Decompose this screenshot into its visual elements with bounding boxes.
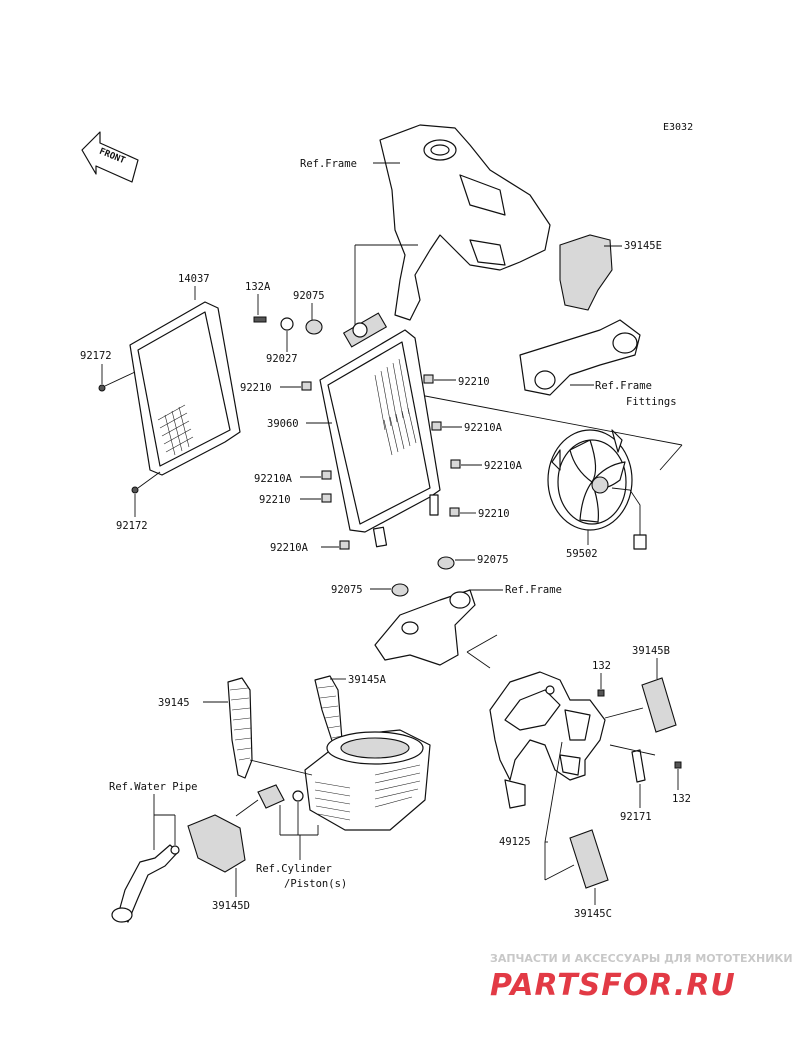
label-ref-water-pipe: Ref.Water Pipe: [109, 781, 198, 793]
label-92210-r1: 92210: [458, 376, 490, 388]
frame-part: [379, 124, 551, 321]
label-39145d: 39145D: [212, 900, 250, 912]
radiator-39060: [319, 312, 441, 548]
label-ref-frame-top: Ref.Frame: [300, 158, 357, 170]
clip-92210-l1: [301, 381, 312, 391]
label-92210a-l2: 92210A: [270, 542, 309, 554]
label-39145a: 39145A: [348, 674, 387, 686]
label-ref-cyl-2: /Piston(s): [284, 878, 347, 890]
shroud-49125: [489, 671, 606, 809]
label-92210-l1: 92210: [240, 382, 272, 394]
collar-92027: [280, 317, 294, 331]
clip-92210a-r1: [431, 421, 442, 431]
label-132a: 132A: [245, 281, 271, 293]
label-14037: 14037: [178, 273, 210, 285]
label-132-bot: 132: [672, 793, 691, 805]
pad-39145b: [641, 677, 677, 733]
label-39145: 39145: [158, 697, 190, 709]
label-92075-l: 92075: [331, 584, 363, 596]
label-92171: 92171: [620, 811, 652, 823]
cover-39145e: [559, 234, 613, 311]
bolt-132a: [253, 316, 267, 323]
label-ref-frame-fittings-1: Ref.Frame: [595, 380, 652, 392]
bolt-132-top: [597, 689, 605, 697]
bolt-92172-top: [98, 384, 106, 392]
label-92027: 92027: [266, 353, 298, 365]
watermark-tagline: ЗАПЧАСТИ И АКСЕССУАРЫ ДЛЯ МОТОТЕХНИКИ: [490, 952, 793, 965]
clip-92210a-l2: [339, 540, 350, 550]
frame-fittings-part: [519, 319, 641, 396]
water-pipe: [111, 844, 180, 923]
grommet-92075-r: [437, 556, 455, 570]
label-ref-frame-mid: Ref.Frame: [505, 584, 562, 596]
diagram-code: E3032: [663, 122, 693, 133]
radiator-guard-14037: [129, 301, 241, 476]
watermark-logo: PARTSFOR.RU: [490, 968, 736, 1003]
label-92210-l2: 92210: [259, 494, 291, 506]
lower-frame-bracket: [374, 589, 476, 666]
label-92075-top: 92075: [293, 290, 325, 302]
bolt-92172-bot: [131, 486, 139, 494]
label-92210a-l1: 92210A: [254, 473, 293, 485]
label-92210-r2: 92210: [478, 508, 510, 520]
cover-39145d: [187, 814, 246, 873]
label-92210a-r1: 92210A: [464, 422, 503, 434]
clamp-92171: [631, 749, 646, 783]
label-39060: 39060: [267, 418, 299, 430]
label-92075-r: 92075: [477, 554, 509, 566]
grommet-92075-l: [391, 583, 409, 597]
pipe-fitting: [257, 784, 285, 809]
cylinder-part: [304, 729, 431, 831]
bolt-132-bot: [674, 761, 682, 769]
clip-92210a-r2: [450, 459, 461, 469]
label-92172-bot: 92172: [116, 520, 148, 532]
label-ref-frame-fittings-2: Fittings: [626, 396, 677, 408]
o-ring-cylinder: [292, 790, 304, 802]
clip-92210-l2: [321, 493, 332, 503]
clip-92210-r1: [423, 374, 434, 384]
label-92172-top: 92172: [80, 350, 112, 362]
label-59502: 59502: [566, 548, 598, 560]
label-39145e: 39145E: [624, 240, 662, 252]
label-ref-cyl-1: Ref.Cylinder: [256, 863, 332, 875]
label-39145c: 39145C: [574, 908, 612, 920]
front-arrow-icon: FRONT: [81, 131, 139, 183]
clip-92210-r2: [449, 507, 460, 517]
label-132-top: 132: [592, 660, 611, 672]
clip-92210a-l1: [321, 470, 332, 480]
label-49125: 49125: [499, 836, 531, 848]
fan-59502: [547, 429, 647, 550]
label-39145b: 39145B: [632, 645, 670, 657]
pad-39145c: [569, 829, 609, 889]
label-92210a-r2: 92210A: [484, 460, 523, 472]
heat-shield-39145: [227, 677, 253, 779]
grommet-92075-top: [305, 319, 323, 335]
